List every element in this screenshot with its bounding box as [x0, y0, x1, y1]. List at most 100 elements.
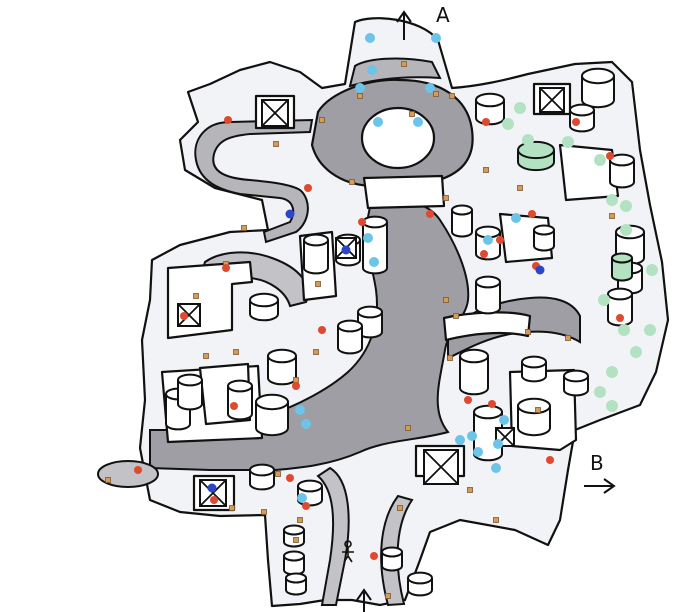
blue-marker [369, 257, 379, 267]
red-marker [134, 466, 142, 474]
red-marker [480, 250, 488, 258]
red-marker [180, 312, 188, 320]
pillar-icon [267, 348, 297, 386]
blue-marker [455, 435, 465, 445]
navy-marker [285, 209, 295, 219]
orange-marker [319, 117, 325, 123]
pillar-icon [381, 546, 403, 572]
blue-marker [413, 117, 423, 127]
pillar-icon [283, 550, 305, 576]
orange-marker [385, 593, 391, 599]
pillar-icon [407, 571, 433, 597]
crate-icon [261, 99, 289, 127]
pillar-icon [255, 393, 289, 437]
orange-marker [233, 349, 239, 355]
pillar-icon [303, 233, 329, 275]
orange-marker [297, 517, 303, 523]
orange-marker [357, 93, 363, 99]
blue-marker [301, 419, 311, 429]
pillar-icon [611, 252, 633, 282]
arrow-icon [356, 588, 372, 612]
green-marker [594, 154, 606, 166]
pillar-icon [227, 379, 253, 421]
arrow-icon [396, 10, 412, 40]
orange-marker [449, 93, 455, 99]
orange-marker [313, 349, 319, 355]
red-marker [482, 118, 490, 126]
green-marker [606, 194, 618, 206]
exit-b: B [584, 451, 616, 494]
red-marker [292, 382, 300, 390]
orange-marker [105, 477, 111, 483]
blue-marker [499, 415, 509, 425]
crate-icon [539, 87, 565, 113]
orange-marker [273, 141, 279, 147]
blue-marker [491, 463, 501, 473]
pillar-icon [517, 397, 551, 437]
navy-marker [207, 483, 217, 493]
blue-marker [297, 493, 307, 503]
pillar-icon [249, 292, 279, 322]
blue-marker [493, 439, 503, 449]
orange-marker [535, 407, 541, 413]
orange-marker [229, 505, 235, 511]
red-marker [528, 210, 536, 218]
blue-marker [467, 431, 477, 441]
red-marker [358, 218, 366, 226]
red-marker [230, 402, 238, 410]
orange-marker [609, 213, 615, 219]
pillar-icon [609, 153, 635, 189]
blue-marker [363, 233, 373, 243]
red-marker [318, 326, 326, 334]
orange-marker [397, 505, 403, 511]
green-marker [620, 200, 632, 212]
red-marker [286, 474, 294, 482]
crate-icon [177, 303, 201, 327]
green-marker [598, 294, 610, 306]
blue-marker [367, 65, 377, 75]
green-marker [502, 118, 514, 130]
pillar-icon [521, 355, 547, 383]
blue-marker [483, 235, 493, 245]
arrow-icon [584, 478, 616, 494]
red-marker [606, 152, 614, 160]
orange-marker [293, 537, 299, 543]
pillar-icon [581, 67, 615, 109]
red-marker [370, 552, 378, 560]
green-marker [594, 386, 606, 398]
blue-marker [473, 447, 483, 457]
orange-marker [405, 425, 411, 431]
central-platform [360, 106, 436, 170]
pillar-icon [475, 92, 505, 126]
orange-marker [483, 167, 489, 173]
red-marker [464, 396, 472, 404]
orange-marker [467, 487, 473, 493]
orange-marker [525, 329, 531, 335]
pillar-icon [459, 348, 489, 396]
green-marker [618, 324, 630, 336]
green-marker [514, 102, 526, 114]
pillar-icon [517, 140, 555, 172]
green-marker [606, 400, 618, 412]
orange-marker [315, 281, 321, 287]
red-marker [546, 456, 554, 464]
orange-marker [261, 509, 267, 515]
pillar-icon [563, 369, 589, 397]
orange-marker [275, 471, 281, 477]
orange-marker [517, 185, 523, 191]
pillar-icon [177, 373, 203, 411]
red-marker [496, 236, 504, 244]
green-marker [646, 264, 658, 276]
green-marker [562, 136, 574, 148]
red-marker [304, 184, 312, 192]
orange-marker [401, 61, 407, 67]
orange-marker [203, 353, 209, 359]
red-marker [488, 400, 496, 408]
pillar-icon [569, 103, 595, 133]
orange-marker [493, 517, 499, 523]
orange-marker [443, 195, 449, 201]
pillar-icon [283, 524, 305, 548]
orange-marker [409, 111, 415, 117]
corridors [97, 57, 581, 607]
